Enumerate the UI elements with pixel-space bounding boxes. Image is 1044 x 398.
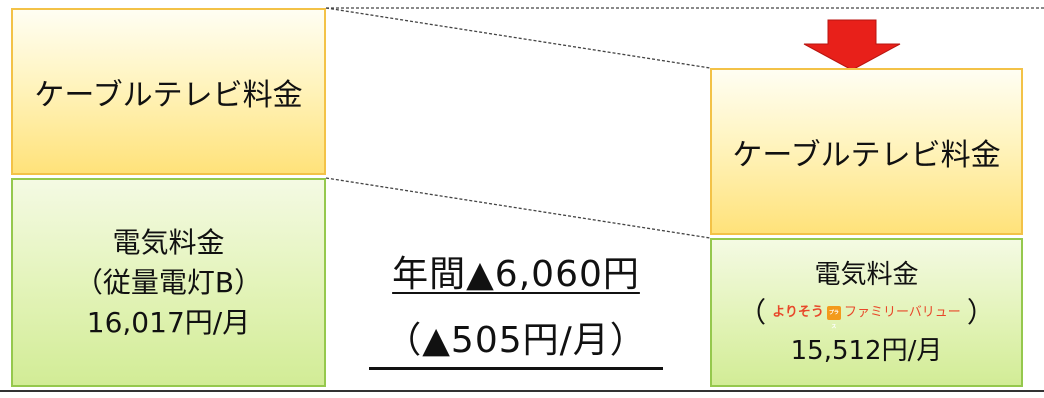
plan-brand: よりそう (772, 304, 824, 320)
electricity-fee-before: 電気料金 （従量電灯B） 16,017円/月 (11, 178, 326, 387)
electricity-amount: 15,512円/月 (790, 335, 943, 366)
connector-lower-diagonal (325, 177, 711, 239)
electricity-plan: （ よりそう プラス ファミリーバリュー ） (712, 294, 1021, 332)
plus-badge-icon: プラス (826, 305, 841, 330)
savings-summary: 年間▲6,060円 （▲505円/月） (336, 245, 696, 370)
cable-tv-label: ケーブルテレビ料金 (34, 77, 303, 113)
cable-tv-label: ケーブルテレビ料金 (732, 137, 1001, 173)
plan-open-paren: （ (738, 295, 767, 329)
electricity-plan: （従量電灯B） (74, 265, 263, 299)
electricity-fee-after: 電気料金 （ よりそう プラス ファミリーバリュー ） 15,512円/月 (710, 238, 1023, 387)
plan-name: ファミリーバリュー (843, 304, 961, 320)
electricity-title: 電気料金 (814, 259, 919, 290)
cable-tv-fee-after: ケーブルテレビ料金 (710, 68, 1023, 235)
connector-upper-diagonal (325, 7, 711, 69)
annual-savings: 年間▲6,060円 (392, 254, 640, 295)
monthly-savings: （▲505円/月） (369, 311, 663, 370)
bottom-divider (0, 390, 1044, 392)
down-arrow-icon (803, 19, 901, 71)
electricity-title: 電気料金 (112, 225, 225, 259)
plan-logo: よりそう プラス ファミリーバリュー (772, 294, 961, 332)
cable-tv-fee-before: ケーブルテレビ料金 (11, 8, 326, 175)
plan-close-paren: ） (966, 295, 995, 329)
electricity-amount: 16,017円/月 (86, 305, 251, 339)
